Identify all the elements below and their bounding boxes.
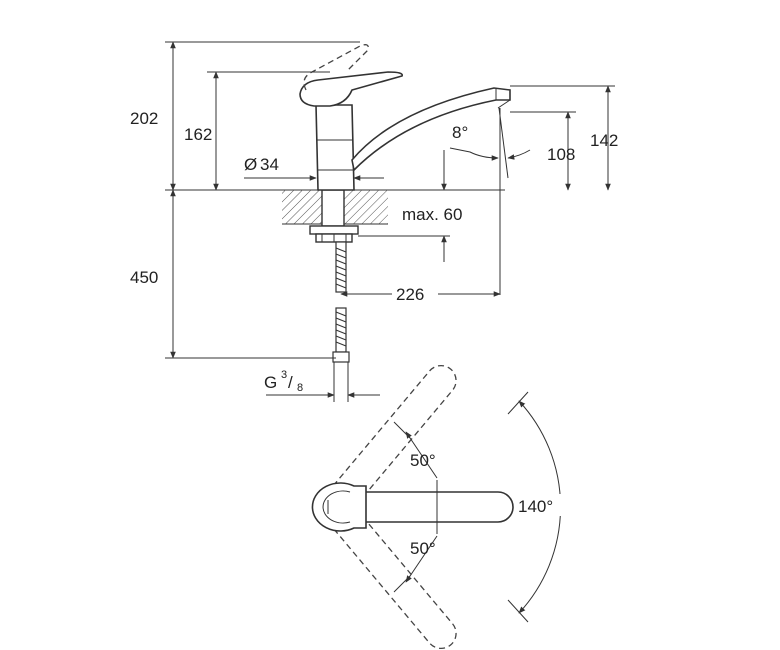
spout <box>351 87 511 172</box>
side-view: 202 162 Ø 34 142 108 8° max. 60 450 <box>130 41 618 402</box>
body-top <box>311 482 367 532</box>
dim-diameter: 34 <box>260 155 279 174</box>
angle-lower: 50° <box>410 539 436 558</box>
thread-denominator: 8 <box>297 382 303 394</box>
lever-handle <box>299 71 403 107</box>
diameter-symbol: Ø <box>244 155 257 174</box>
supply-hose-upper <box>335 241 347 293</box>
spout-angle: 8° <box>452 123 468 142</box>
faucet-body <box>315 104 355 191</box>
shank <box>321 189 345 227</box>
angle-arrow-right <box>507 149 531 160</box>
dim-height-body: 162 <box>184 125 212 144</box>
angle-down-tick <box>393 575 411 593</box>
angle-down-arrow <box>405 535 438 583</box>
angle-total: 140° <box>518 497 553 516</box>
deck-thickness: max. 60 <box>402 205 462 224</box>
dim-height-total: 202 <box>130 109 158 128</box>
angle-up-tick <box>393 421 411 439</box>
dim-height-spout: 142 <box>590 131 618 150</box>
mounting-plate <box>309 225 359 235</box>
spout-angle-line <box>498 107 509 179</box>
hose-fitting <box>332 351 350 363</box>
angle-up-arrow <box>405 431 438 479</box>
supply-hose-lower <box>332 307 350 363</box>
top-view: 50° 50° 140° <box>311 364 570 650</box>
svg-text:/: / <box>288 373 293 392</box>
dim-hose-length: 450 <box>130 268 158 287</box>
thread-numerator: 3 <box>281 369 287 381</box>
angle-arrow-left <box>449 147 499 161</box>
dim-reach: 226 <box>396 285 424 304</box>
thread-label: G <box>264 373 277 392</box>
dim-clearance: 108 <box>547 145 575 164</box>
angle-upper: 50° <box>410 451 436 470</box>
